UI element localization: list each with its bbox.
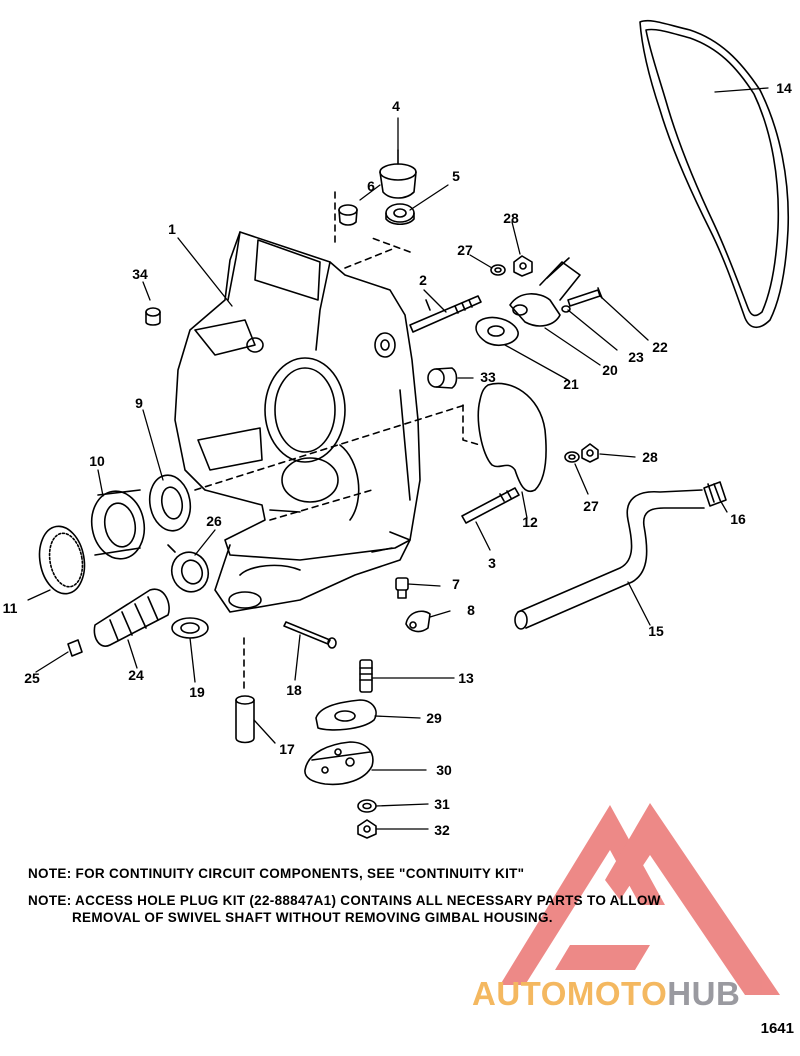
part-30-cover xyxy=(304,741,374,786)
callout-18: 18 xyxy=(286,682,302,698)
part-32-nut xyxy=(357,819,377,839)
part-21-gasket xyxy=(475,316,519,347)
part-5-bearing xyxy=(385,203,415,226)
callout-6: 6 xyxy=(367,178,375,194)
exploded-parts-diagram xyxy=(27,19,790,839)
callout-23: 23 xyxy=(628,349,644,365)
callout-3: 3 xyxy=(488,555,496,571)
callout-15: 15 xyxy=(648,623,664,639)
part-20-elbow-fitting xyxy=(509,257,581,327)
part-27-washer-upper xyxy=(490,264,506,276)
part-6-bushing xyxy=(338,204,358,226)
part-28-nut-lower xyxy=(581,443,599,463)
callout-12: 12 xyxy=(522,514,538,530)
callout-10: 10 xyxy=(89,453,105,469)
callout-17: 17 xyxy=(279,741,295,757)
part-3-stud xyxy=(461,487,520,524)
callout-13: 13 xyxy=(458,670,474,686)
callout-22: 22 xyxy=(652,339,668,355)
part-29-gasket xyxy=(315,699,377,731)
callout-33: 33 xyxy=(480,369,496,385)
callout-16: 16 xyxy=(730,511,746,527)
part-7-fitting xyxy=(395,577,409,599)
part-31-washer xyxy=(357,799,377,813)
callout-1: 1 xyxy=(168,221,176,237)
callout-leader-lines xyxy=(27,87,769,830)
part-19-washer xyxy=(171,617,209,639)
part-23-washer xyxy=(561,305,571,313)
watermark-text-secondary: HUB xyxy=(667,975,741,1012)
part-8-clip xyxy=(405,610,431,633)
part-22-screw xyxy=(567,287,603,307)
callout-29: 29 xyxy=(426,710,442,726)
callout-28a: 28 xyxy=(503,210,519,226)
callout-27b: 27 xyxy=(583,498,599,514)
assembly-dashed-lines xyxy=(194,191,481,691)
callout-9: 9 xyxy=(135,395,143,411)
part-14-gasket xyxy=(639,19,790,329)
callout-28b: 28 xyxy=(642,449,658,465)
part-16-plug xyxy=(703,481,727,507)
part-4-cap xyxy=(379,149,417,199)
part-18-screw xyxy=(283,621,337,649)
callout-20: 20 xyxy=(602,362,618,378)
part-9-seal xyxy=(148,474,192,532)
callout-26: 26 xyxy=(206,513,222,529)
callout-30: 30 xyxy=(436,762,452,778)
part-12-gasket xyxy=(477,382,547,492)
callout-11: 11 xyxy=(2,600,18,616)
watermark-text: AUTOMOTOHUB xyxy=(472,975,740,1013)
part-34-plug xyxy=(145,307,161,326)
part-10-clamp xyxy=(90,489,146,560)
callout-34: 34 xyxy=(132,266,148,282)
note-continuity-kit: NOTE: FOR CONTINUITY CIRCUIT COMPONENTS,… xyxy=(28,866,525,881)
callout-2: 2 xyxy=(419,272,427,288)
callout-8: 8 xyxy=(467,602,475,618)
note-access-hole-plug-kit: NOTE: ACCESS HOLE PLUG KIT (22-88847A1) … xyxy=(28,893,661,908)
callout-27a: 27 xyxy=(457,242,473,258)
part-17-pin xyxy=(235,695,255,744)
note-access-hole-plug-kit-line2: REMOVAL OF SWIVEL SHAFT WITHOUT REMOVING… xyxy=(72,910,553,925)
watermark-logo xyxy=(500,803,780,995)
part-27-washer-lower xyxy=(564,451,580,463)
part-25-nut xyxy=(67,639,83,657)
part-2-stud xyxy=(409,295,482,333)
part-24-boot xyxy=(93,588,170,647)
figure-number: 1641 xyxy=(760,1020,794,1037)
part-1-gimbal-housing xyxy=(174,231,421,613)
part-28-nut-upper xyxy=(513,255,533,277)
part-15-hose xyxy=(514,489,705,630)
callout-31: 31 xyxy=(434,796,450,812)
callout-14: 14 xyxy=(776,80,792,96)
callout-7: 7 xyxy=(452,576,460,592)
part-26-clamp xyxy=(167,544,210,593)
callout-19: 19 xyxy=(189,684,205,700)
part-33-bushing xyxy=(427,367,458,389)
callout-24: 24 xyxy=(128,667,144,683)
callout-21: 21 xyxy=(563,376,579,392)
callout-25: 25 xyxy=(24,670,40,686)
callout-5: 5 xyxy=(452,168,460,184)
part-13-stud xyxy=(359,659,373,693)
callout-32: 32 xyxy=(434,822,450,838)
part-11-ring xyxy=(38,525,86,595)
callout-4: 4 xyxy=(392,98,400,114)
watermark-text-primary: AUTOMOTO xyxy=(472,975,668,1012)
